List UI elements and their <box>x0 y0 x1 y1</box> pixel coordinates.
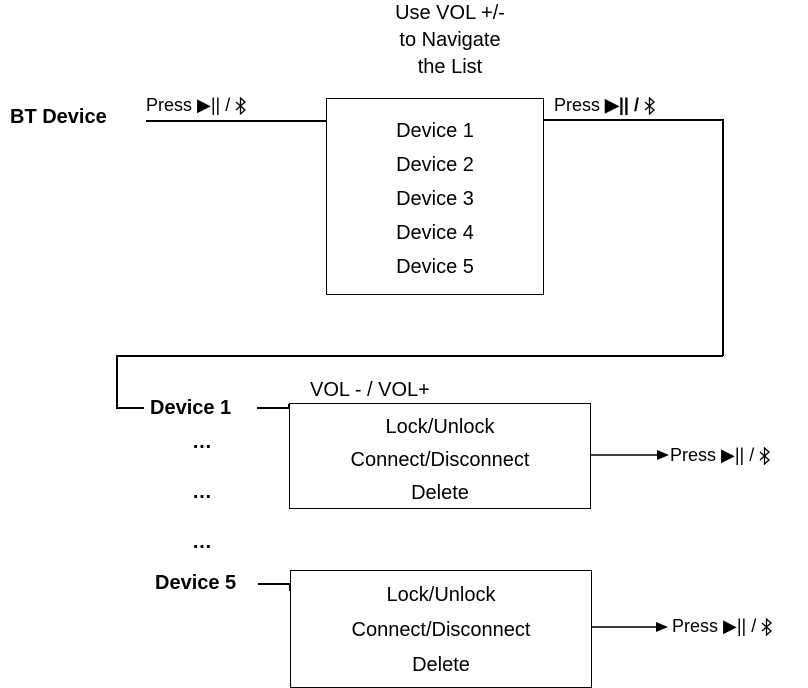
nav-instruction-line-3: the List <box>417 56 483 78</box>
ellipsis: … <box>192 481 212 503</box>
connector-line <box>722 119 724 356</box>
ellipsis: … <box>192 531 212 553</box>
bluetooth-icon <box>759 446 771 466</box>
play-pause-icon: ▶|| <box>605 95 629 115</box>
connector-line <box>146 120 326 122</box>
ellipsis: … <box>192 431 212 453</box>
device-1-label: Device 1 <box>150 397 232 419</box>
play-pause-icon: ▶|| <box>723 616 747 636</box>
vol-label: VOL - / VOL+ <box>310 379 430 401</box>
device-5-options-box <box>290 570 592 688</box>
device-list-item: Device 2 <box>396 154 474 176</box>
connector-line <box>116 355 723 357</box>
bluetooth-icon <box>235 96 247 116</box>
device-list-box <box>326 98 544 295</box>
play-pause-icon: ▶|| <box>721 445 745 465</box>
connector-line <box>288 404 290 409</box>
option-connect-disconnect: Connect/Disconnect <box>350 449 530 471</box>
bt-device-label: BT Device <box>10 106 107 128</box>
connector-line <box>289 583 291 591</box>
device-list-item: Device 1 <box>396 120 474 142</box>
press-text: Press <box>670 445 717 465</box>
device-list-item: Device 4 <box>396 222 474 244</box>
arrow-right-icon <box>591 450 669 460</box>
connector-line <box>544 119 723 121</box>
option-delete: Delete <box>411 482 469 504</box>
nav-instruction-line-2: to Navigate <box>399 29 501 51</box>
connector-line <box>116 407 144 409</box>
separator: / <box>225 95 231 115</box>
connector-line <box>258 583 290 585</box>
play-pause-icon: ▶|| <box>197 95 221 115</box>
press-text: Press <box>146 95 193 115</box>
press-text: Press <box>554 95 601 115</box>
separator: / <box>749 445 755 465</box>
connector-line <box>257 407 289 409</box>
option-lock-unlock: Lock/Unlock <box>386 584 496 606</box>
bluetooth-icon <box>761 617 773 637</box>
device-5-label: Device 5 <box>155 572 237 594</box>
separator: / <box>751 616 757 636</box>
separator: / <box>633 95 639 115</box>
press-label-right: Press ▶|| / <box>554 95 656 116</box>
bluetooth-icon <box>644 96 655 116</box>
arrow-right-icon <box>592 622 668 632</box>
option-connect-disconnect: Connect/Disconnect <box>351 619 531 641</box>
device-1-options-box <box>289 403 591 509</box>
press-text: Press <box>672 616 719 636</box>
press-label-device-5: Press ▶|| / <box>672 616 773 637</box>
nav-instruction-line-1: Use VOL +/- <box>395 2 505 24</box>
press-label-device-1: Press ▶|| / <box>670 445 771 466</box>
press-label-left: Press ▶|| / <box>146 95 247 116</box>
device-list-item: Device 5 <box>396 256 474 278</box>
option-lock-unlock: Lock/Unlock <box>385 416 495 438</box>
connector-line <box>116 355 118 408</box>
device-list-item: Device 3 <box>396 188 474 210</box>
option-delete: Delete <box>412 654 470 676</box>
